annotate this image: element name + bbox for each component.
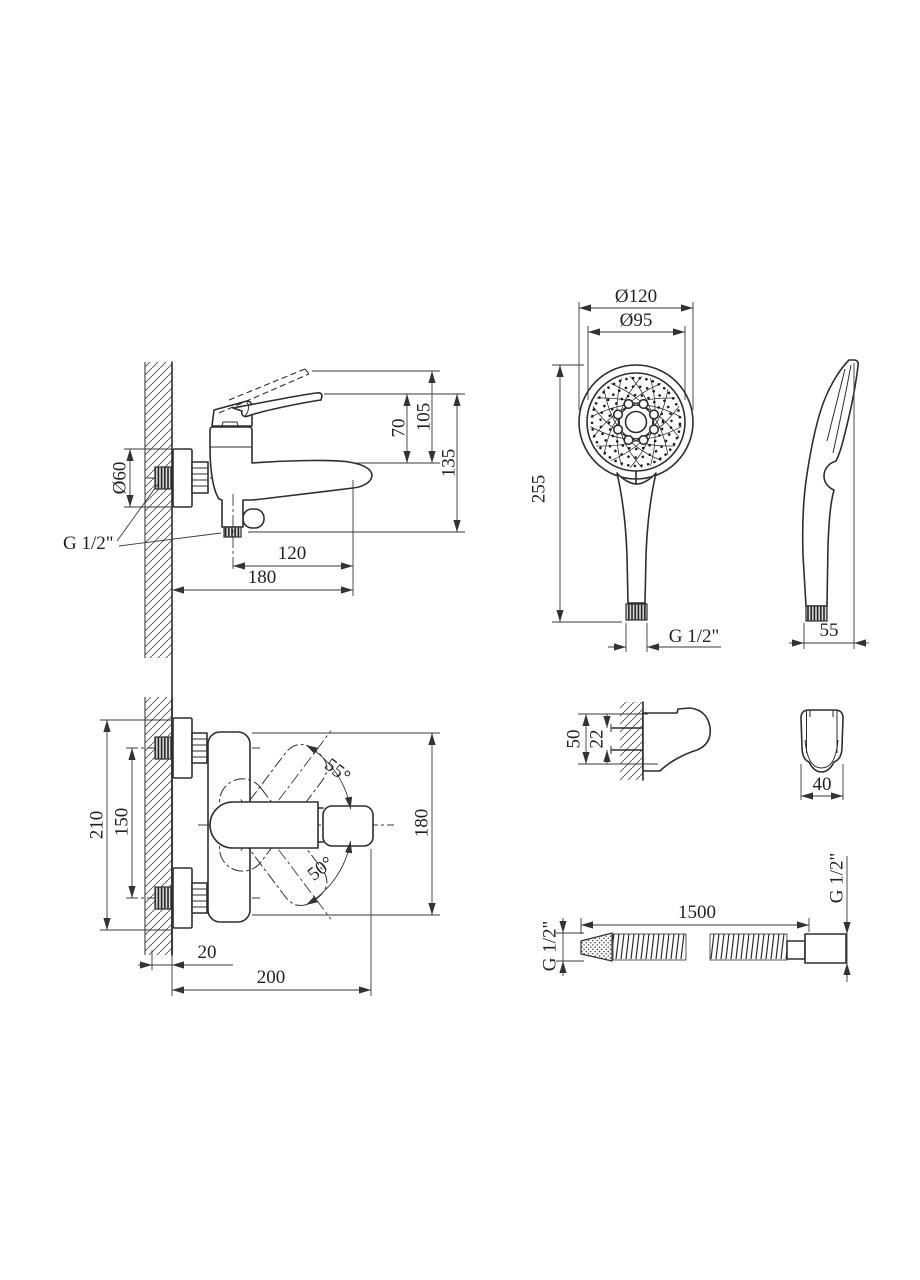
dim-label-180-front: 180 bbox=[412, 809, 433, 838]
dim-label-50: 50 bbox=[564, 730, 585, 749]
dim-label-1500: 1500 bbox=[678, 902, 716, 923]
view-mixer-front: 55° 50° 210 150 180 20 200 bbox=[87, 696, 440, 996]
dim-label-180: 180 bbox=[248, 567, 277, 588]
outlet-thread bbox=[223, 526, 242, 538]
escutcheon-top bbox=[172, 717, 193, 779]
spray-nozzle-dots bbox=[590, 376, 682, 468]
lever-grip-front bbox=[322, 805, 374, 847]
dim-label-70: 70 bbox=[389, 419, 410, 438]
shower-side-outline bbox=[801, 359, 859, 607]
holder-side-outline bbox=[642, 707, 712, 772]
dim-label-thread-hose-left: G 1/2" bbox=[540, 921, 561, 972]
center-nozzle bbox=[624, 410, 648, 434]
lever-raised-phantom bbox=[218, 368, 310, 414]
shower-side-thread bbox=[805, 605, 828, 622]
dim-label-20: 20 bbox=[198, 942, 217, 963]
diverter-boss bbox=[242, 508, 265, 529]
wall-hatch bbox=[145, 362, 172, 658]
wall-nipple-thread bbox=[154, 466, 173, 490]
dim-label-120: 120 bbox=[278, 543, 307, 564]
view-shower-front: Ø120 Ø95 255 G 1/2" bbox=[529, 286, 721, 652]
hose-cone-fitting bbox=[580, 932, 613, 962]
view-mixer-side: Ø60 G 1/2" 70 105 135 120 180 bbox=[63, 361, 465, 956]
dim-label-22: 22 bbox=[587, 730, 608, 749]
dim-label-dia95: Ø95 bbox=[620, 310, 653, 331]
view-holder: 22 50 40 bbox=[564, 701, 844, 800]
dim-label-200: 200 bbox=[257, 967, 286, 988]
shower-handle bbox=[616, 472, 657, 604]
escutcheon-bottom bbox=[172, 867, 193, 929]
hose-nut bbox=[804, 933, 847, 964]
dim-label-210: 210 bbox=[87, 811, 108, 840]
dim-label-135: 135 bbox=[439, 449, 460, 478]
wall-hatch-front bbox=[145, 697, 172, 955]
hose-collar bbox=[786, 940, 806, 960]
escutcheon bbox=[172, 448, 193, 508]
dim-label-40: 40 bbox=[813, 774, 832, 795]
dim-label-dia120: Ø120 bbox=[615, 286, 657, 307]
view-hose: 1500 G 1/2" G 1/2" bbox=[540, 853, 851, 982]
handle-thread bbox=[625, 603, 648, 621]
hose-segment-left bbox=[612, 933, 687, 961]
valve-capsule bbox=[209, 801, 319, 849]
dim-label-thread-b: G 1/2" bbox=[669, 626, 720, 647]
dim-label-255: 255 bbox=[529, 475, 550, 504]
mixer-body-and-spout bbox=[209, 426, 373, 528]
dim-label-angle-50: 50° bbox=[304, 852, 338, 885]
hose-segment-right bbox=[709, 933, 788, 961]
dim-label-dia60: Ø60 bbox=[110, 462, 131, 495]
dim-label-thread-hose-right: G 1/2" bbox=[827, 853, 848, 904]
holder-front-outline bbox=[800, 709, 844, 773]
view-shower-side: 55 bbox=[789, 359, 869, 649]
dim-label-thread-a: G 1/2" bbox=[63, 533, 114, 554]
lever-blade bbox=[232, 392, 323, 418]
dim-label-55: 55 bbox=[820, 620, 839, 641]
dim-label-105: 105 bbox=[414, 403, 435, 432]
dim-label-150: 150 bbox=[112, 808, 133, 837]
nozzle-ring bbox=[612, 398, 660, 446]
holder-wall-hatch bbox=[620, 702, 643, 780]
